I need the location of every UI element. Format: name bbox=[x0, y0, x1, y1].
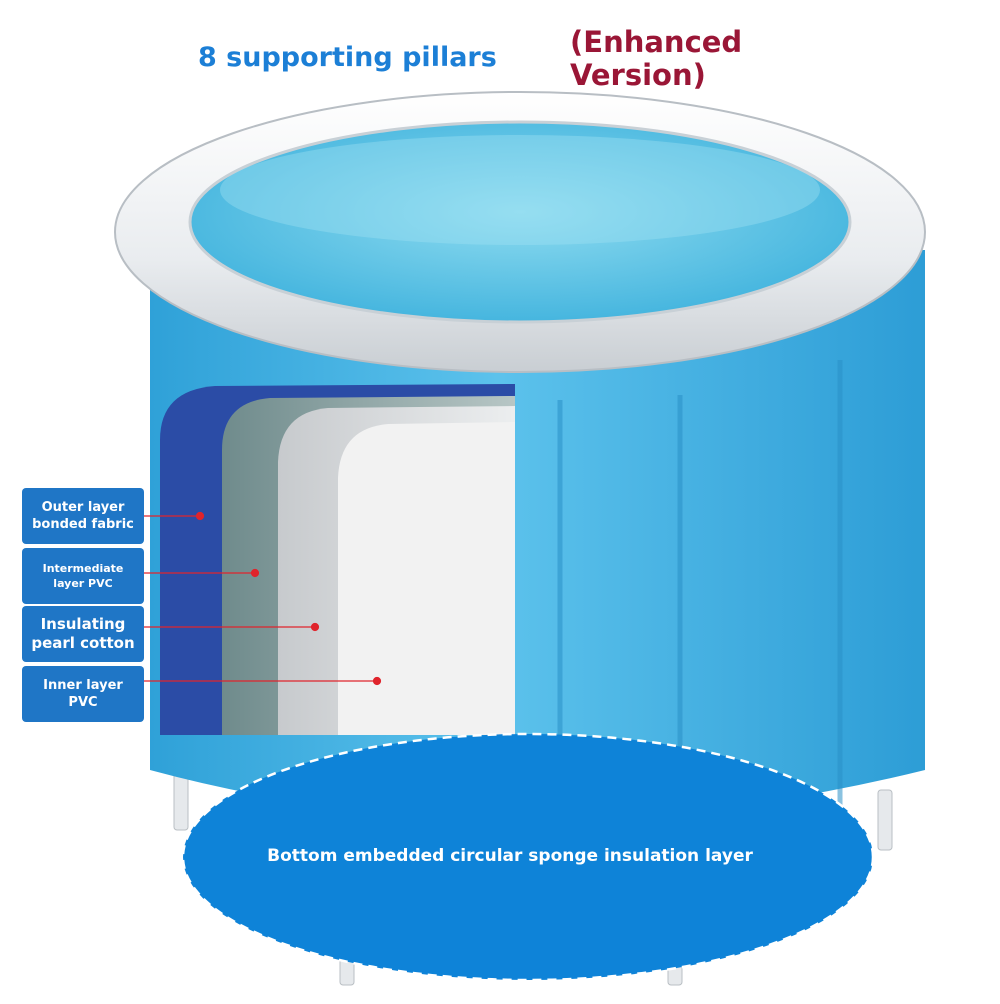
pointer-dot-outer bbox=[195, 511, 205, 521]
inner-layer-label: Inner layer PVC bbox=[22, 666, 144, 722]
enhanced-version-badge: (Enhanced Version) bbox=[570, 25, 743, 92]
pointer-dot-mid bbox=[250, 568, 260, 578]
layer-cutaway bbox=[160, 384, 515, 735]
pointer-dot-inner bbox=[372, 676, 382, 686]
bottom-sponge-disk bbox=[183, 734, 873, 980]
outer-layer-label: Outer layer bonded fabric bbox=[22, 488, 144, 544]
insulating-layer-label: Insulating pearl cotton bbox=[22, 606, 144, 662]
pointer-dot-pearl bbox=[310, 622, 320, 632]
bottom-insulation-caption: Bottom embedded circular sponge insulati… bbox=[267, 846, 753, 866]
headline-text: 8 supporting pillars bbox=[198, 42, 497, 73]
layer-pointers bbox=[144, 511, 382, 686]
water-surface bbox=[188, 120, 852, 324]
inner-pvc-layer bbox=[338, 422, 515, 735]
intermediate-layer-label: Intermediate layer PVC bbox=[22, 548, 144, 604]
